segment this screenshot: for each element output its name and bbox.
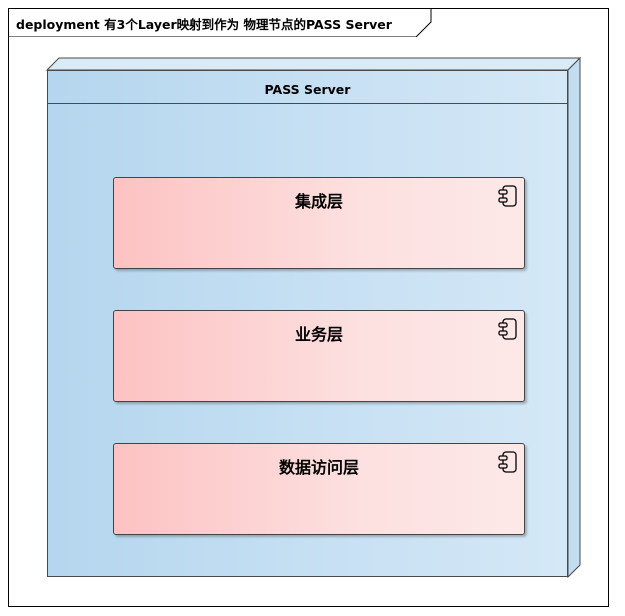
diagram-title: deployment 有3个Layer映射到作为 物理节点的PASS Serve… [16, 17, 392, 32]
node-header: PASS Server [48, 71, 567, 104]
frame-title-tab: deployment 有3个Layer映射到作为 物理节点的PASS Serve… [8, 8, 432, 37]
diagram-frame [8, 8, 609, 607]
component-icon [498, 451, 517, 473]
component-icon [498, 185, 517, 207]
component-integration-layer[interactable]: 集成层 [113, 177, 525, 269]
component-label: 集成层 [294, 192, 343, 211]
component-data-access-layer[interactable]: 数据访问层 [113, 443, 525, 535]
component-icon [498, 318, 517, 340]
component-label: 数据访问层 [278, 458, 359, 477]
component-label: 业务层 [294, 325, 343, 344]
node-title: PASS Server [264, 82, 351, 97]
component-business-layer[interactable]: 业务层 [113, 310, 525, 402]
